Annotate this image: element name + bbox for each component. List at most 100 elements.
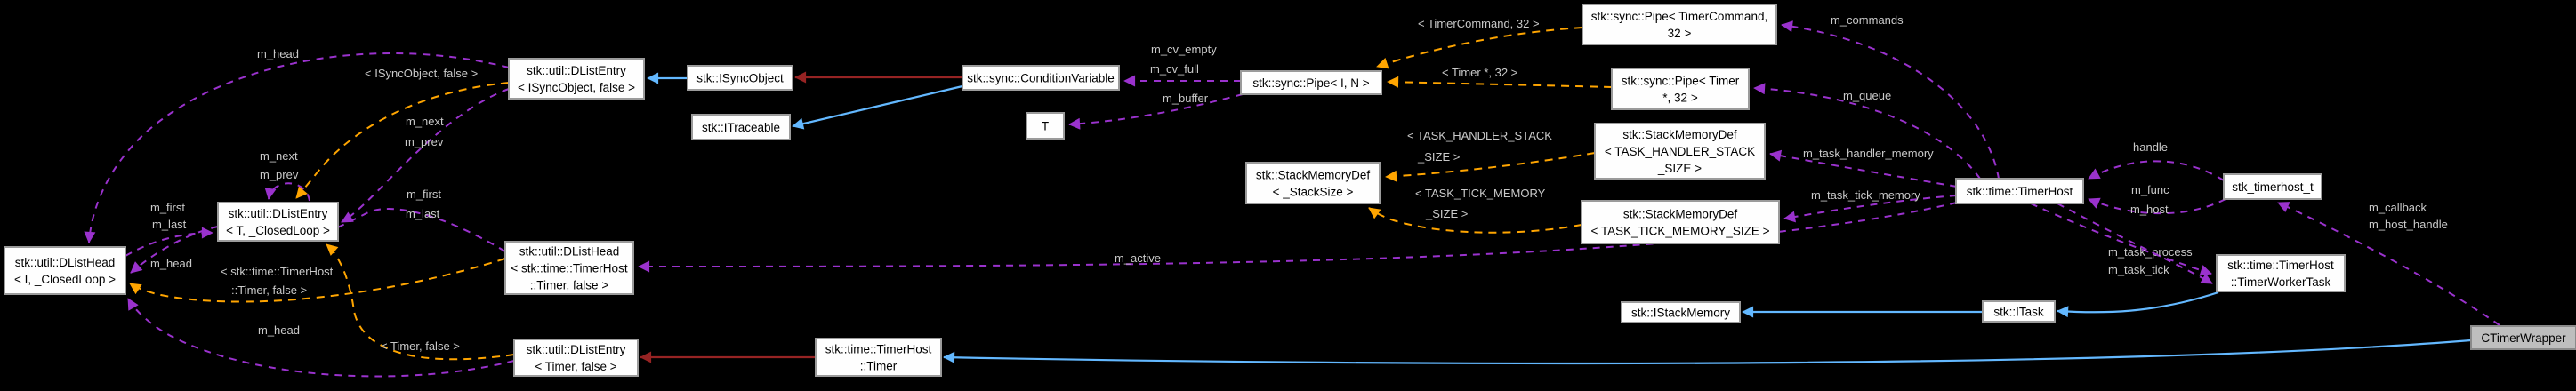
edge-label-tmpl-timerhost-timer-false-0: < stk::time::TimerHost — [221, 265, 334, 278]
node-box-stk-itask — [1982, 300, 2056, 323]
node-stackmemorydef-stacksize[interactable]: stk::StackMemoryDef< _StackSize > — [1245, 162, 1381, 204]
edge-label-usage-m-func-host-0: m_func — [2131, 183, 2169, 196]
node-dlisthead-i-closedloop[interactable]: stk::util::DListHead< I, _ClosedLoop > — [4, 246, 126, 295]
node-label-pipe-i-n: stk::sync::Pipe< I, N > — [1252, 76, 1369, 90]
node-box-pipe-i-n — [1240, 70, 1382, 95]
edge-inherit-ctimerwrapper-timer — [943, 339, 2472, 365]
edge-usage-m-head-top — [84, 52, 510, 243]
edge-usage-m-task-tick — [2057, 203, 2213, 284]
edge-usage-next-prev-isync — [341, 88, 510, 223]
node-stk-sync-conditionvariable[interactable]: stk::sync::ConditionVariable — [962, 65, 1120, 91]
edge-inherit-workertask-itask — [2057, 291, 2219, 318]
edge-label-usage-m-queue-0: m_queue — [1843, 89, 1891, 102]
edge-label-usage-m-cv-1: m_cv_full — [1150, 62, 1199, 76]
node-box-ctimerwrapper — [2470, 325, 2576, 350]
node-stk-timerhost-t[interactable]: stk_timerhost_t — [2223, 173, 2322, 200]
node-label-stk-itask: stk::ITask — [1993, 305, 2044, 318]
edge-label-tmpl-isyncobject-false-0: < ISyncObject, false > — [365, 67, 478, 80]
node-dlistentry-t-closedloop[interactable]: stk::util::DListEntry< T, _ClosedLoop > — [217, 202, 339, 242]
node-stk-itraceable[interactable]: stk::ITraceable — [691, 114, 791, 140]
node-stk-itask[interactable]: stk::ITask — [1982, 300, 2056, 323]
edge-usage-m-first-last-1 — [125, 227, 213, 257]
edge-label-tmpl-task-handler-stack-size-0: < TASK_HANDLER_STACK — [1407, 129, 1552, 142]
edge-usage-self-next-prev — [264, 182, 310, 202]
edge-label-usage-m-commands-0: m_commands — [1831, 13, 1904, 27]
node-box-pipe-timer-32 — [1611, 68, 1750, 110]
edge-usage-m-callback-hosthandle — [2277, 202, 2500, 326]
node-label-dlisthead-i-closedloop: stk::util::DListHead< I, _ClosedLoop > — [14, 256, 116, 286]
node-box-t-param — [1026, 112, 1065, 140]
node-label-pipe-timercommand-32: stk::sync::Pipe< TimerCommand,32 > — [1591, 10, 1767, 40]
node-box-stk-isyncobject — [687, 65, 793, 91]
edge-label-usage-handle-0: handle — [2133, 140, 2168, 154]
edge-label-usage-m-task-tick-memory-0: m_task_tick_memory — [1811, 188, 1920, 202]
node-label-dlistentry-timer-false: stk::util::DListEntry< Timer, false > — [527, 343, 626, 373]
edge-inherit-cv-itraceable — [792, 84, 963, 130]
edge-usage-m-func-host — [2088, 197, 2226, 215]
node-t-param[interactable]: T — [1026, 112, 1065, 140]
node-box-dlistentry-isyncobject-false — [508, 58, 645, 100]
node-label-stk-istackmemory: stk::IStackMemory — [1631, 306, 1730, 319]
edge-label-tmpl-timerhost-timer-false-1: ::Timer, false > — [231, 283, 307, 297]
edge-label-usage-m-first-last-1-0: m_first — [150, 201, 185, 214]
edge-tmpl-isyncobject-false — [295, 82, 510, 199]
node-box-dlistentry-t-closedloop — [217, 202, 339, 242]
node-box-dlisthead-i-closedloop — [4, 246, 126, 295]
node-stackmemorydef-task-handler[interactable]: stk::StackMemoryDef< TASK_HANDLER_STACK_… — [1594, 123, 1766, 180]
edge-label-usage-m-buffer-0: m_buffer — [1163, 92, 1209, 105]
node-box-stk-itraceable — [691, 114, 791, 140]
node-dlisthead-timerhost-timer-false[interactable]: stk::util::DListHead< stk::time::TimerHo… — [504, 241, 634, 295]
edge-usage-m-commands — [1781, 20, 2000, 180]
node-timerhost-timerworkertask[interactable]: stk::time::TimerHost::TimerWorkerTask — [2216, 254, 2346, 292]
edge-tmpl-task-tick-memory-size — [1368, 207, 1582, 234]
node-box-stk-sync-conditionvariable — [962, 65, 1120, 91]
node-label-timerhost-timerworkertask: stk::time::TimerHost::TimerWorkerTask — [2227, 259, 2334, 289]
node-box-stk-istackmemory — [1621, 301, 1741, 323]
node-label-dlisthead-timerhost-timer-false: stk::util::DListHead< stk::time::TimerHo… — [511, 244, 627, 291]
edge-label-usage-m-task-handler-memory-0: m_task_handler_memory — [1803, 147, 1934, 160]
node-label-dlistentry-t-closedloop: stk::util::DListEntry< T, _ClosedLoop > — [226, 207, 330, 237]
edge-usage-m-queue — [1753, 83, 1981, 180]
edge-label-usage-m-first-last-2-0: m_first — [407, 188, 441, 201]
node-timerhost-timer[interactable]: stk::time::TimerHost::Timer — [815, 338, 942, 377]
edge-label-tmpl-timer-false-0: < Timer, false > — [381, 339, 460, 353]
edge-label-usage-m-cv-0: m_cv_empty — [1151, 43, 1217, 56]
edge-tmpl-task-handler-stack-size — [1385, 152, 1596, 182]
edge-label-tmpl-task-handler-stack-size-1: _SIZE > — [1417, 150, 1460, 164]
node-box-stackmemorydef-stacksize — [1245, 162, 1381, 204]
edge-usage-m-task-handler-memory — [1769, 149, 1958, 188]
node-dlistentry-isyncobject-false[interactable]: stk::util::DListEntry< ISyncObject, fals… — [508, 58, 645, 100]
node-pipe-i-n[interactable]: stk::sync::Pipe< I, N > — [1240, 70, 1382, 95]
node-stk-time-timerhost[interactable]: stk::time::TimerHost — [1955, 178, 2084, 204]
node-dlistentry-timer-false[interactable]: stk::util::DListEntry< Timer, false > — [513, 339, 639, 377]
edge-usage-m-task-process — [2030, 203, 2212, 276]
edge-usage-handle — [2088, 160, 2225, 181]
edge-label-tmpl-task-tick-memory-size-0: < TASK_TICK_MEMORY — [1415, 187, 1546, 200]
edge-label-usage-next-prev-isync-0: m_next — [406, 115, 444, 128]
node-label-stackmemorydef-stacksize: stk::StackMemoryDef< _StackSize > — [1256, 168, 1371, 198]
edge-label-usage-self-next-prev-0: m_next — [260, 149, 298, 163]
node-stk-istackmemory[interactable]: stk::IStackMemory — [1621, 301, 1741, 323]
edge-label-usage-m-head-mid-0: m_head — [150, 257, 192, 270]
node-pipe-timer-32[interactable]: stk::sync::Pipe< Timer*, 32 > — [1611, 68, 1750, 110]
node-label-t-param: T — [1042, 119, 1049, 132]
node-ctimerwrapper: CTimerWrapper — [2470, 325, 2576, 350]
node-label-stk-time-timerhost: stk::time::TimerHost — [1967, 185, 2073, 198]
node-label-timerhost-timer: stk::time::TimerHost::Timer — [825, 342, 932, 372]
edge-label-usage-m-task-process-1: m_task_tick — [2108, 263, 2169, 276]
edge-label-tmpl-timer-ptr-32-0: < Timer *, 32 > — [1442, 66, 1517, 79]
node-box-dlisthead-timerhost-timer-false — [504, 241, 634, 295]
edge-usage-m-head-bottom — [127, 298, 515, 378]
node-box-stk-time-timerhost — [1955, 178, 2084, 204]
node-pipe-timercommand-32[interactable]: stk::sync::Pipe< TimerCommand,32 > — [1582, 4, 1777, 45]
edge-label-usage-self-next-prev-1: m_prev — [260, 168, 299, 181]
edge-label-usage-m-active-0: m_active — [1115, 251, 1161, 265]
node-label-dlistentry-isyncobject-false: stk::util::DListEntry< ISyncObject, fals… — [518, 64, 635, 94]
node-label-stackmemorydef-task-tick: stk::StackMemoryDef< TASK_TICK_MEMORY_SI… — [1590, 207, 1769, 237]
node-label-stk-itraceable: stk::ITraceable — [702, 121, 780, 134]
edge-tmpl-timer-false — [326, 243, 515, 361]
edge-label-tmpl-timercommand-32-0: < TimerCommand, 32 > — [1418, 17, 1540, 30]
node-stackmemorydef-task-tick[interactable]: stk::StackMemoryDef< TASK_TICK_MEMORY_SI… — [1581, 200, 1780, 244]
node-stk-isyncobject[interactable]: stk::ISyncObject — [687, 65, 793, 91]
